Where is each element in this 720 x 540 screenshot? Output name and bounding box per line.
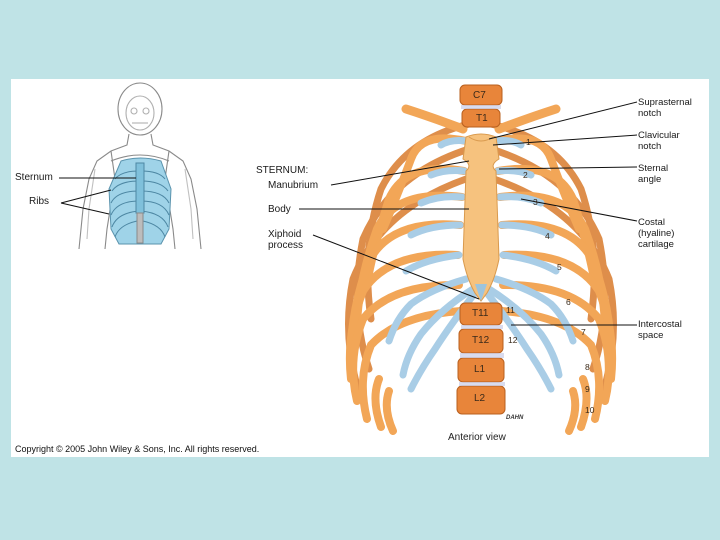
manubrium-label: Manubrium [268, 180, 318, 191]
slide-panel: Sternum Ribs STERNUM: Manubrium Body Xip… [11, 79, 709, 457]
rib-number: 4 [545, 231, 550, 241]
vertebra-label: C7 [473, 90, 486, 101]
rib-number: 9 [585, 384, 590, 394]
xiphoid-process-label: Xiphoid process [268, 229, 320, 251]
rib-number: 1 [526, 137, 531, 147]
intercostal-space-label: Intercostal space [638, 319, 700, 341]
rib-number: 8 [585, 362, 590, 372]
rib-number: 12 [508, 335, 517, 345]
vertebra-label: T1 [476, 113, 488, 124]
ribcage [349, 85, 614, 431]
rib-number: 3 [533, 197, 538, 207]
thoracic-cage-illustration [11, 79, 709, 457]
rib-number: 10 [585, 405, 594, 415]
rib-number: 2 [523, 170, 528, 180]
vertebra-label: L1 [474, 364, 485, 375]
inset-sternum-label: Sternum [15, 172, 53, 183]
view-caption: Anterior view [448, 432, 506, 443]
artist-signature: DAHN [506, 415, 523, 421]
suprasternal-notch-label: Suprasternal notch [638, 97, 708, 119]
inset-ribs-label: Ribs [29, 196, 49, 207]
copyright-notice: Copyright © 2005 John Wiley & Sons, Inc.… [15, 444, 259, 454]
vertebra-label: L2 [474, 393, 485, 404]
sternal-angle-label: Sternal angle [638, 163, 688, 185]
rib-number: 5 [557, 262, 562, 272]
rib-number: 6 [566, 297, 571, 307]
rib-number: 7 [581, 327, 586, 337]
clavicular-notch-label: Clavicular notch [638, 130, 703, 152]
sternum-shape [463, 134, 499, 301]
body-label: Body [268, 204, 291, 215]
inset-ribcage [109, 158, 171, 244]
vertebra-label: T11 [472, 308, 489, 319]
sternum-heading: STERNUM: [256, 165, 308, 176]
rib-number: 11 [506, 305, 515, 315]
costal-cartilage-label: Costal (hyaline) cartilage [638, 217, 696, 250]
vertebra-label: T12 [472, 335, 489, 346]
